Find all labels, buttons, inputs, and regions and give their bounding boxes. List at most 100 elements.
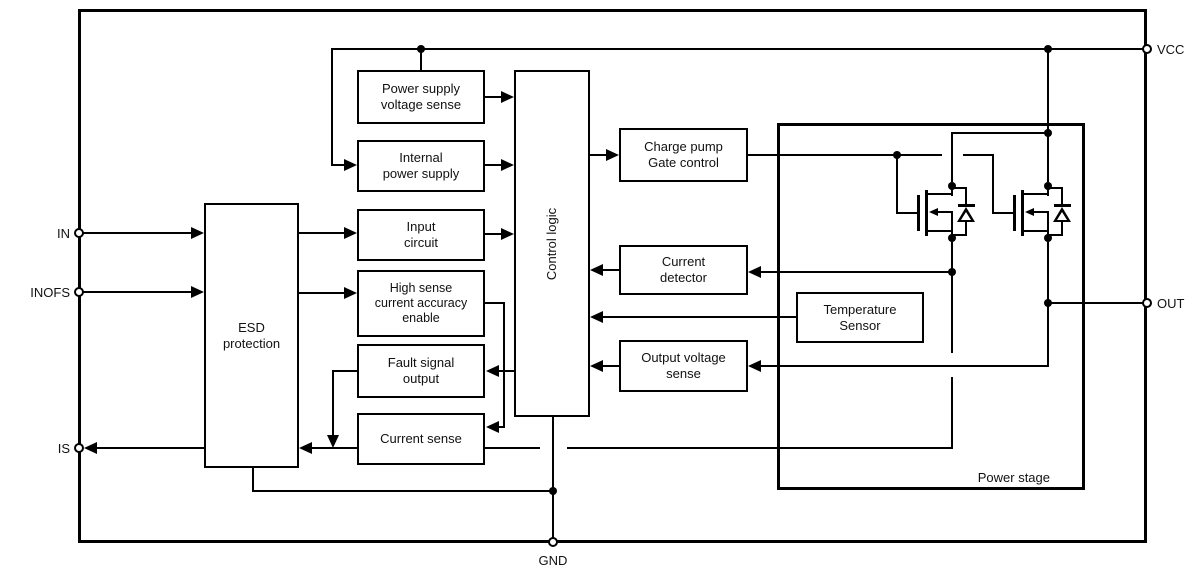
arrow-input-clogic (501, 228, 514, 240)
fet2-diode-link-bottom (1047, 234, 1063, 236)
fet2-channel-bar (1021, 190, 1024, 236)
junction-gate-bus (893, 151, 901, 159)
block-control-logic: Control logic (514, 70, 590, 417)
junction-current-detector (948, 268, 956, 276)
wire-in-esd (83, 232, 193, 234)
wire-fault-out (332, 370, 359, 372)
wire-gate2-drop (992, 154, 994, 214)
wire-temp-clogic (600, 316, 796, 318)
pin-gnd (548, 537, 558, 547)
arrow-clogic-chargepump (606, 149, 619, 161)
arrow-psvs-clogic (501, 91, 514, 103)
wire-highsense-drop (503, 302, 505, 428)
junction-gnd (549, 487, 557, 495)
fet2-diode-link-top (1047, 187, 1063, 189)
fet2-diode-cathode-bar (1054, 204, 1071, 207)
power-stage-label: Power stage (977, 470, 1050, 485)
arrow-ips-clogic (501, 159, 514, 171)
wire-clogic-gnd (552, 415, 554, 540)
arrow-esd-is (84, 442, 97, 454)
block-input-circuit: Input circuit (357, 209, 485, 261)
wire-drain-branch (951, 132, 1048, 134)
arrow-into-ovs (748, 360, 761, 372)
arrow-in-esd (191, 227, 204, 239)
fet2-source-stub (1023, 230, 1049, 232)
wire-fet1-source-b (951, 271, 953, 353)
fet1-diode-link-bottom (951, 234, 967, 236)
fet2-body-arrow-icon (1025, 208, 1034, 216)
wire-psvs-clogic (485, 96, 503, 98)
wire-fault-drop (332, 370, 334, 436)
wire-highsense-csense (499, 426, 505, 428)
junction-fet1-drain (948, 182, 956, 190)
wire-sense-line-right (567, 447, 953, 449)
junction-fet1-source (948, 234, 956, 242)
junction-vcc-psvs (417, 45, 425, 53)
block-esd-protection: ESD protection (204, 203, 299, 468)
wire-csense-esd (305, 447, 357, 449)
arrow-temp-clogic (590, 311, 603, 323)
pin-inofs (74, 287, 84, 297)
arrow-esd-input (344, 227, 357, 239)
wire-esd-input (297, 232, 345, 234)
fet2-drain-stub (1023, 193, 1049, 195)
pin-in (74, 228, 84, 238)
wire-gate2-stub (992, 212, 1016, 214)
fet1-right-top (951, 186, 953, 196)
block-power-supply-voltage-sense: Power supply voltage sense (357, 70, 485, 124)
fet2-gate-bar (1013, 195, 1016, 231)
wire-vcc-left-drop (331, 48, 333, 166)
arrow-highsense-csense (486, 421, 499, 433)
arrow-into-internal-supply (344, 159, 357, 171)
block-temperature-sensor: Temperature Sensor (796, 292, 924, 343)
arrow-ovs-clogic (590, 360, 603, 372)
wire-esd-is (96, 447, 204, 449)
fet1-body-arrow-icon (929, 208, 938, 216)
fet1-diode-anode-lead (965, 221, 967, 235)
junction-out-node (1044, 299, 1052, 307)
wire-gate-bus-b (963, 154, 994, 156)
junction-fet2-source (1044, 234, 1052, 242)
fet2-right-top (1047, 186, 1049, 196)
block-charge-pump-gate-control: Charge pump Gate control (619, 128, 748, 182)
fet2-body-stub (1033, 211, 1049, 213)
arrow-csense-esd (299, 442, 312, 454)
wire-clogic-chargepump (588, 154, 607, 156)
wire-out-to-ovs (758, 365, 1049, 367)
power-stage-boundary (777, 123, 1085, 490)
fet1-source-stub (927, 230, 953, 232)
pin-label-gnd: GND (538, 553, 568, 568)
wire-ips-clogic (485, 164, 503, 166)
wire-esd-gnd-drop (252, 466, 254, 492)
fet2-body-diode-inner (1057, 212, 1067, 220)
wire-highsense-out (484, 302, 505, 304)
control-logic-label: Control logic (544, 207, 560, 280)
arrow-into-current-detector (748, 266, 761, 278)
block-current-sense: Current sense (357, 413, 485, 465)
wire-esd-gnd-run (252, 490, 553, 492)
junction-vcc-powerstage (1044, 45, 1052, 53)
block-fault-signal-output: Fault signal output (357, 344, 485, 398)
wire-inofs-esd (83, 291, 193, 293)
wire-gate1-stub (896, 212, 920, 214)
wire-gate1-drop (896, 154, 898, 214)
wire-to-internal-supply (331, 164, 346, 166)
wire-out-to-ovs-drop (1047, 302, 1049, 367)
wire-vcc-to-psvs (420, 48, 422, 71)
wire-vcc-to-powerstage (1047, 48, 1049, 187)
fet1-gate-bar (917, 195, 920, 231)
wire-to-current-detector (758, 271, 953, 273)
chip-boundary (78, 9, 1147, 543)
fet1-body-stub (937, 211, 953, 213)
arrow-inofs-esd (191, 286, 204, 298)
wire-input-clogic (485, 233, 503, 235)
wire-out-line (1047, 302, 1147, 304)
wire-cdet-clogic (600, 269, 620, 271)
fet1-diode-cathode-lead (965, 188, 967, 206)
fet1-drain-stub (927, 193, 953, 195)
fet1-diode-cathode-bar (958, 204, 975, 207)
wire-fet2-source-out (1047, 237, 1049, 304)
fet2-diode-anode-lead (1061, 221, 1063, 235)
pin-label-is: IS (57, 441, 70, 456)
